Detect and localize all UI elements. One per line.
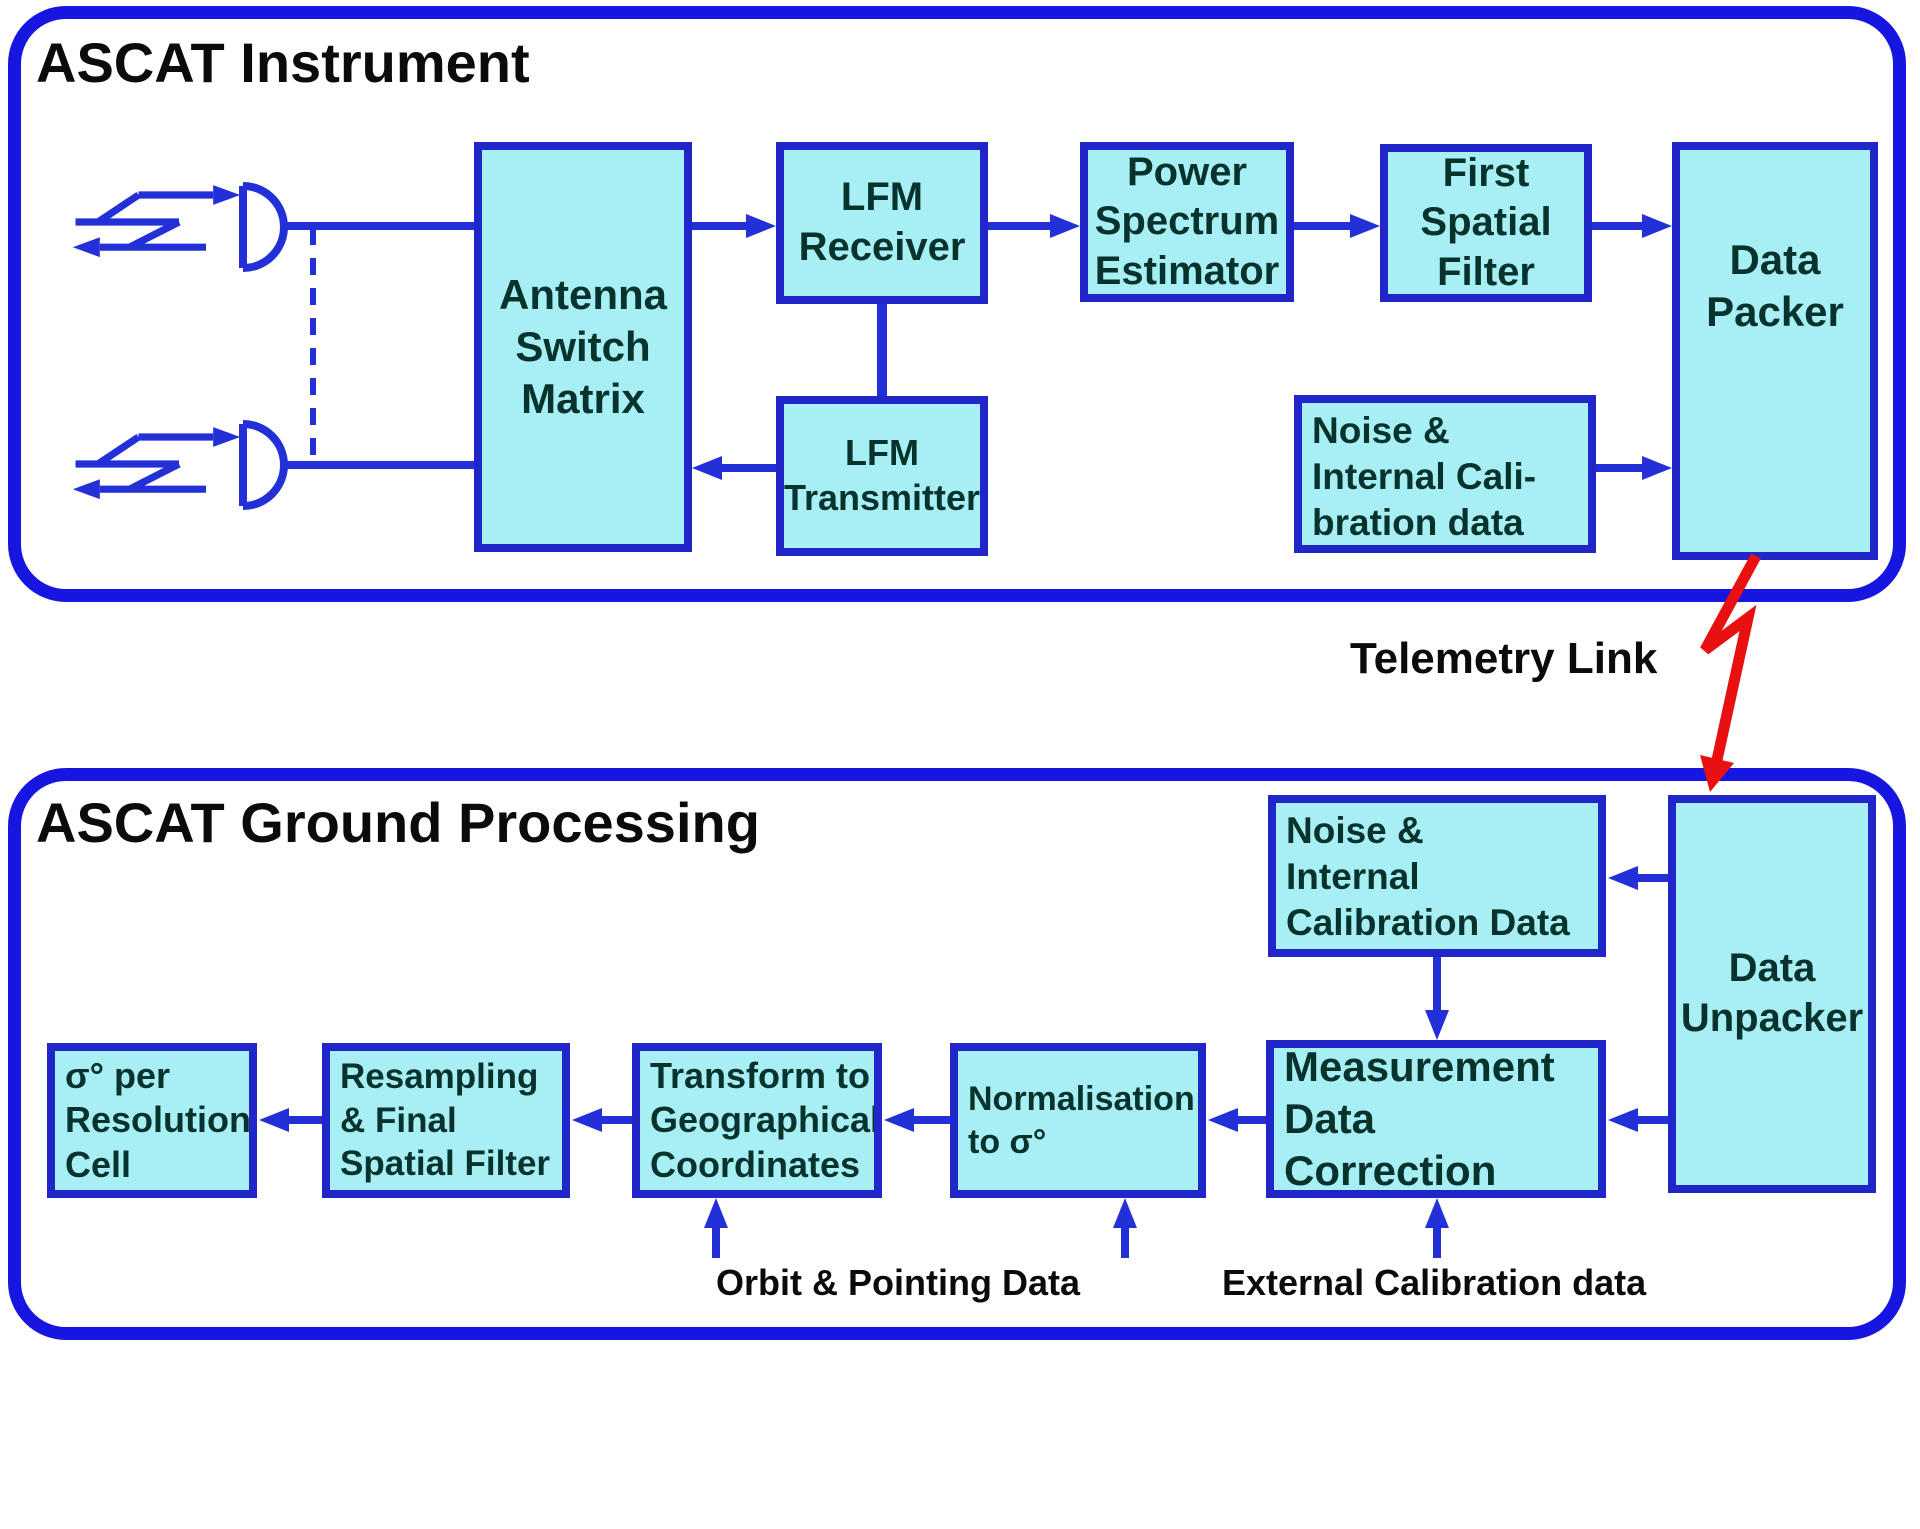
lfm-receiver-box: LFM Receiver xyxy=(776,142,988,304)
power-spectrum-estimator-box: Power Spectrum Estimator xyxy=(1080,142,1294,302)
resampling-final-filter-box: Resampling & Final Spatial Filter xyxy=(322,1043,570,1198)
instrument-title: ASCAT Instrument xyxy=(36,31,530,94)
noise-internal-cal-data-box: Noise & Internal Calibration Data xyxy=(1268,795,1606,957)
ground-title: ASCAT Ground Processing xyxy=(36,791,760,854)
telemetry-link-label: Telemetry Link xyxy=(1350,634,1658,683)
first-spatial-filter-box: First Spatial Filter xyxy=(1380,144,1592,302)
transform-geographical-box: Transform to Geographical Coordinates xyxy=(632,1043,882,1198)
antenna-switch-matrix-box: Antenna Switch Matrix xyxy=(474,142,692,552)
noise-internal-cal-box: Noise & Internal Cali- bration data xyxy=(1294,395,1596,553)
lfm-transmitter-box: LFM Transmitter xyxy=(776,396,988,556)
data-unpacker-box: Data Unpacker xyxy=(1668,795,1876,1193)
instrument-panel xyxy=(8,6,1906,602)
measurement-data-correction-box: Measurement Data Correction xyxy=(1266,1040,1606,1198)
orbit-pointing-data-label: Orbit & Pointing Data xyxy=(716,1262,1080,1303)
external-calibration-data-label: External Calibration data xyxy=(1222,1262,1647,1303)
data-packer-box: Data Packer xyxy=(1672,142,1878,560)
ground-panel xyxy=(8,768,1906,1340)
sigma-per-resolution-cell-box: σ° per Resolution Cell xyxy=(47,1043,257,1198)
normalisation-box: Normalisation to σ° xyxy=(950,1043,1206,1198)
